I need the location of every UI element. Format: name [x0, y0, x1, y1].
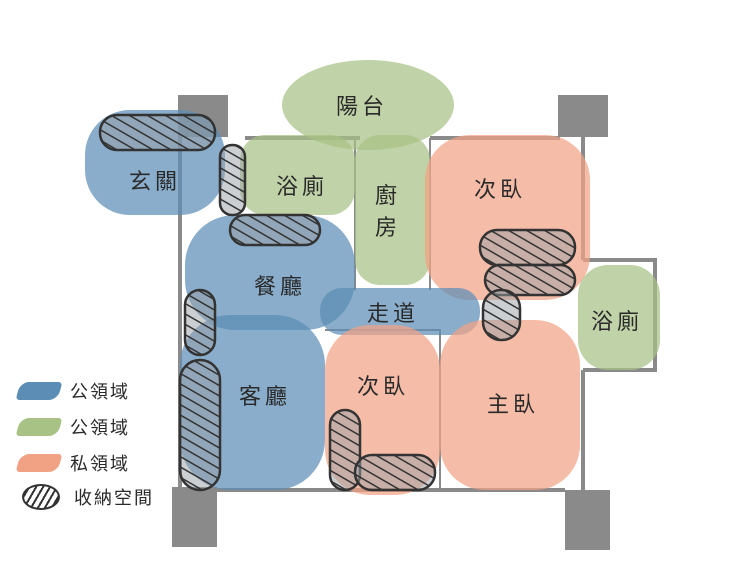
zone-bath1: [240, 135, 355, 215]
swatch-green: [15, 418, 63, 436]
zone-bath2: [578, 265, 660, 370]
zone-master: [440, 320, 580, 490]
zone-balcony: [282, 60, 454, 150]
column: [558, 95, 608, 137]
room-label-living: 客廳: [238, 385, 292, 410]
legend-label: 公領域: [70, 382, 130, 403]
room-label-master: 主臥: [486, 393, 540, 418]
room-label-balcony: 陽台: [335, 95, 389, 120]
column: [565, 490, 610, 550]
room-label-bath1: 浴廁: [275, 175, 329, 200]
legend-item: 公領域: [15, 378, 130, 404]
legend-label: 私領域: [70, 454, 130, 475]
room-label-entrance: 玄關: [128, 170, 182, 195]
room-label-bath2: 浴廁: [590, 310, 644, 335]
swatch-salmon: [15, 454, 63, 472]
storage-zones: [98, 113, 577, 492]
room-label-dining: 餐廳: [253, 275, 307, 300]
column: [172, 487, 217, 547]
zone-corridor: [320, 288, 480, 335]
room-label-kitchen: 廚房: [374, 184, 401, 241]
zone-kitchen: [355, 135, 430, 285]
legend-item: 公領域: [15, 414, 130, 440]
room-label-bedroom-bottom: 次臥: [356, 375, 410, 400]
legend-label: 收納空間: [74, 488, 154, 509]
legend-item: 私領域: [15, 450, 130, 476]
hatch-swatch: [22, 484, 60, 510]
legend-label: 公領域: [70, 418, 130, 439]
room-label-bedroom-top: 次臥: [473, 178, 527, 203]
room-label-corridor: 走道: [366, 302, 420, 327]
swatch-blue: [15, 382, 63, 400]
legend-item: 收納空間: [18, 484, 154, 510]
